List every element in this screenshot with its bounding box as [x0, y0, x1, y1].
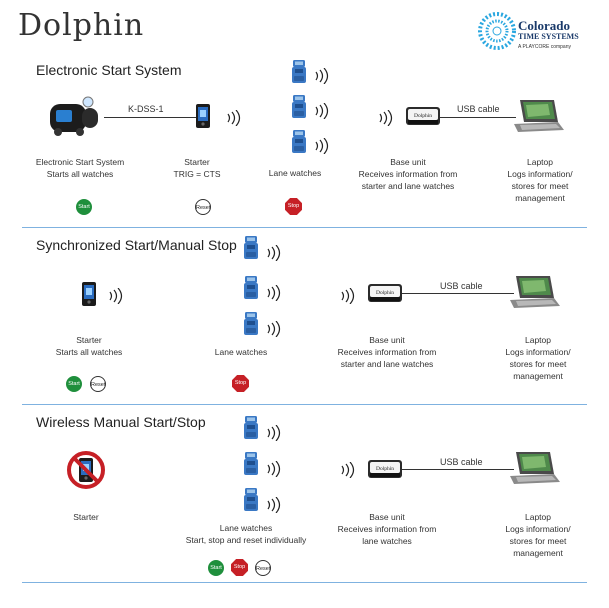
- starter-device-icon: [82, 282, 96, 306]
- section-divider: [22, 227, 587, 228]
- reset-badge: Reset: [255, 560, 271, 576]
- usb-cable-label: USB cable: [457, 104, 500, 114]
- wireless-signal-icon: [267, 321, 281, 337]
- wireless-signal-icon: [267, 285, 281, 301]
- section-title-electronic-start: Electronic Start System: [36, 62, 182, 78]
- base-unit-brand: Dolphin: [376, 290, 394, 296]
- base-unit-brand: Dolphin: [376, 466, 394, 472]
- section-divider: [22, 404, 587, 405]
- colorado-time-systems-logo: Colorado TIME SYSTEMS A PLAYCORE company: [478, 10, 598, 62]
- lane-watch-icon: [292, 60, 306, 83]
- cts-tagline: A PLAYCORE company: [518, 44, 571, 50]
- lane-watch-icon: [244, 416, 258, 439]
- electronic-start-system-icon: [50, 96, 98, 136]
- lane-watch-icon: [244, 452, 258, 475]
- k-dss-cable-label: K-DSS-1: [128, 104, 164, 114]
- stop-badge: Stop: [285, 198, 302, 215]
- starter-label: Starter: [73, 512, 99, 522]
- k-dss-cable: [104, 117, 196, 118]
- stop-badge: Stop: [231, 559, 248, 576]
- usb-cable-label: USB cable: [440, 281, 483, 291]
- lane-watch-icon: [244, 312, 258, 335]
- stop-badge: Stop: [232, 375, 249, 392]
- section-title-synchronized: Synchronized Start/Manual Stop: [36, 237, 237, 253]
- laptop-icon: [510, 452, 560, 484]
- lane-watch-icon: [244, 276, 258, 299]
- reset-badge: Reset: [90, 376, 106, 392]
- cts-name: Colorado: [518, 18, 570, 33]
- base-unit-icon: Dolphin: [368, 284, 402, 302]
- usb-cable: [402, 469, 514, 470]
- base-unit-icon: Dolphin: [406, 107, 440, 125]
- wireless-signal-icon: [267, 425, 281, 441]
- lane-watch-icon: [244, 488, 258, 511]
- lane-watch-icon: [292, 95, 306, 118]
- section-title-wireless-manual: Wireless Manual Start/Stop: [36, 414, 206, 430]
- start-badge: Start: [66, 376, 82, 392]
- laptop-icon: [514, 100, 564, 132]
- start-badge: Start: [76, 199, 92, 215]
- lane-watch-icon: [292, 130, 306, 153]
- usb-cable-label: USB cable: [440, 457, 483, 467]
- wireless-signal-icon: [227, 110, 241, 126]
- start-badge: Start: [208, 560, 224, 576]
- wireless-signal-icon: [109, 288, 123, 304]
- wireless-signal-icon: [341, 462, 355, 478]
- wireless-signal-icon: [315, 68, 329, 84]
- wireless-signal-icon: [267, 245, 281, 261]
- lane-watch-icon: [244, 236, 258, 259]
- usb-cable: [402, 293, 514, 294]
- lane-watches-label: Lane watches: [268, 168, 322, 178]
- wireless-signal-icon: [315, 138, 329, 154]
- cts-sunburst-icon: [478, 12, 516, 50]
- base-unit-brand: Dolphin: [414, 113, 432, 119]
- no-starter-icon: [67, 451, 105, 489]
- starter-device-icon: [196, 104, 210, 128]
- lane-watches-label: Lane watches: [214, 347, 268, 357]
- wireless-signal-icon: [341, 288, 355, 304]
- laptop-icon: [510, 276, 560, 308]
- wireless-signal-icon: [267, 461, 281, 477]
- section-divider: [22, 582, 587, 583]
- wireless-signal-icon: [379, 110, 393, 126]
- usb-cable: [440, 117, 516, 118]
- wireless-signal-icon: [267, 497, 281, 513]
- reset-badge: Reset: [195, 199, 211, 215]
- base-unit-icon: Dolphin: [368, 460, 402, 478]
- cts-subname: TIME SYSTEMS: [518, 32, 579, 41]
- dolphin-logo: Dolphin: [18, 8, 145, 43]
- wireless-signal-icon: [315, 103, 329, 119]
